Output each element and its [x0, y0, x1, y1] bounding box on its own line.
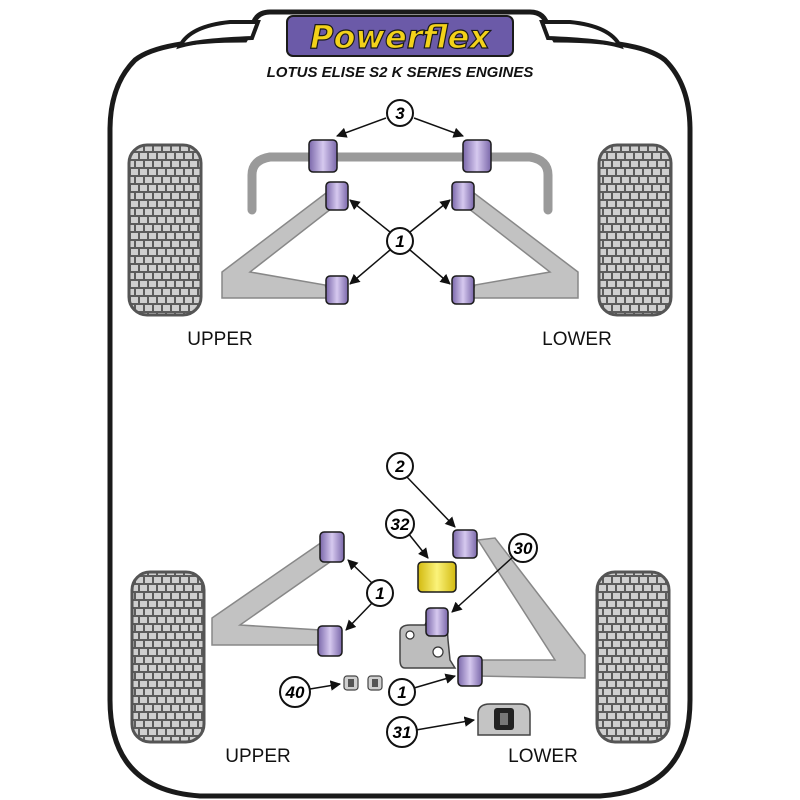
- rear-bushes: [317, 529, 531, 736]
- rear-lower-label: LOWER: [508, 746, 578, 767]
- front-lower-inner-bush: [451, 181, 475, 211]
- page-title: LOTUS ELISE S2 K SERIES ENGINES: [267, 64, 534, 81]
- callout-32[interactable]: 32: [385, 509, 429, 559]
- bracket-hole-right: [432, 646, 444, 658]
- engine-mount-yellow-insert: [417, 561, 457, 593]
- callout-1-rear-left-label: 1: [375, 584, 384, 603]
- rear-upper-label: UPPER: [225, 746, 290, 767]
- engine-mount-bush-30: [425, 607, 449, 637]
- bracket-hole-left: [405, 630, 415, 640]
- front-upper-label: UPPER: [187, 329, 252, 350]
- callout-32-label: 32: [391, 515, 410, 534]
- callout-1-front-label: 1: [395, 232, 404, 251]
- callout-40-label: 40: [285, 683, 305, 702]
- mount-40-bushes: [343, 675, 383, 691]
- callout-1-rear-right-label: 1: [397, 683, 406, 702]
- front-left-tyre: [127, 143, 203, 317]
- callout-2[interactable]: 2: [386, 452, 456, 528]
- callout-1-front[interactable]: 1: [349, 199, 451, 285]
- front-bushes: [308, 139, 492, 305]
- anti-roll-bush-right: [462, 139, 492, 173]
- car-top-left-panel: [176, 20, 261, 50]
- car-top-right-panel: [539, 20, 624, 50]
- callout-31-label: 31: [393, 723, 412, 742]
- anti-roll-bush-left: [308, 139, 338, 173]
- front-upper-rear-bush: [325, 275, 349, 305]
- callout-30-label: 30: [514, 539, 533, 558]
- rear-right-arm: [475, 537, 586, 679]
- callout-30[interactable]: 30: [451, 533, 538, 613]
- rear-upper-rear-bush: [317, 625, 343, 657]
- mount-31-bracket: [477, 703, 531, 736]
- rear-upper-front-bush: [319, 531, 345, 563]
- front-lower-label: LOWER: [542, 329, 612, 350]
- callout-2-label: 2: [394, 457, 405, 476]
- callout-1-rear-right[interactable]: 1: [388, 673, 457, 706]
- callout-40[interactable]: 40: [279, 676, 342, 708]
- callout-3-label: 3: [395, 104, 405, 123]
- powerflex-logo: Powerflex: [286, 15, 514, 57]
- rear-lower-bush: [457, 655, 483, 687]
- callout-31[interactable]: 31: [386, 716, 476, 748]
- rear-right-tyre: [595, 570, 671, 744]
- front-upper-inner-bush: [325, 181, 349, 211]
- front-right-tyre: [597, 143, 673, 317]
- front-lower-rear-bush: [451, 275, 475, 305]
- rear-toe-link-bush: [452, 529, 478, 559]
- callout-1-rear-left[interactable]: 1: [345, 559, 394, 631]
- front-anti-roll-bar: [247, 152, 553, 215]
- rear-left-tyre: [130, 570, 206, 744]
- callout-3[interactable]: 3: [336, 99, 464, 138]
- logo-text: Powerflex: [310, 18, 491, 56]
